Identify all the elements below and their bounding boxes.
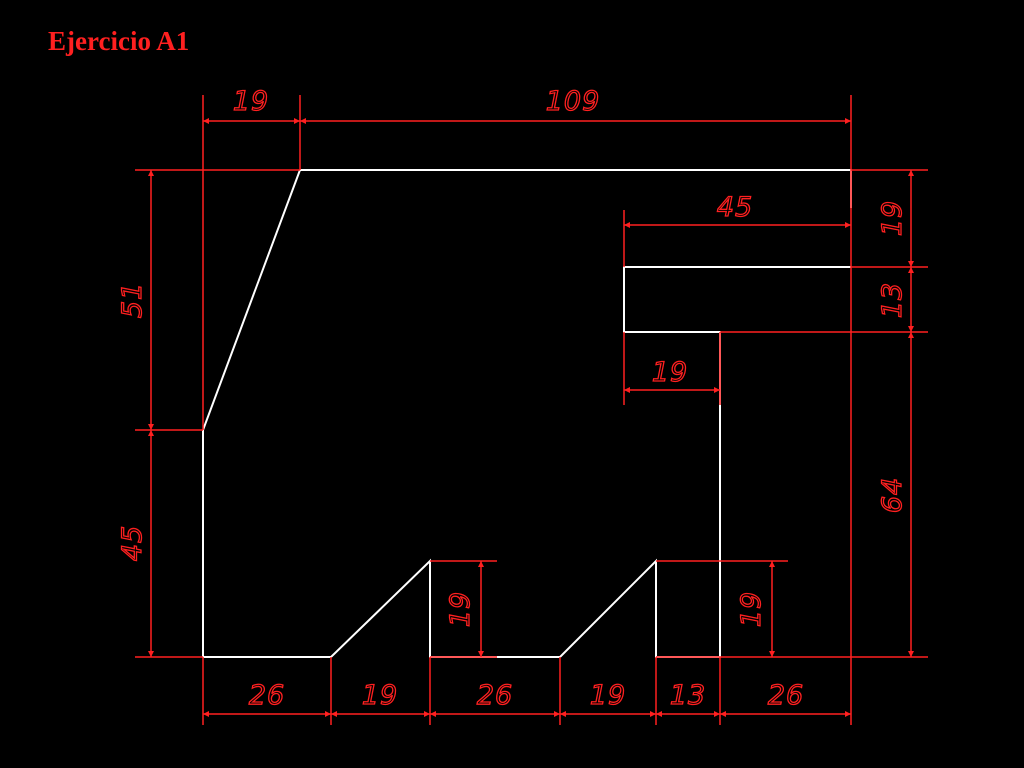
dim-left-upper: 51 <box>117 282 148 318</box>
dim-right-mid: 13 <box>877 282 908 318</box>
dim-bottom-6: 26 <box>768 680 804 711</box>
dim-top-left: 19 <box>233 86 269 117</box>
dim-inner-width: 45 <box>717 192 753 223</box>
dim-slot-left-height: 19 <box>445 591 476 627</box>
extension-lines <box>135 95 928 725</box>
dim-right-top: 19 <box>877 200 908 236</box>
dim-bottom-2: 19 <box>362 680 398 711</box>
dim-bottom-1: 26 <box>249 680 285 711</box>
dimension-lines <box>148 118 914 717</box>
dim-inner-notch: 19 <box>652 357 688 388</box>
dim-top-right: 109 <box>546 86 601 117</box>
page-title: Ejercicio A1 <box>48 26 190 56</box>
dim-bottom-4: 19 <box>590 680 626 711</box>
dim-right-lower: 64 <box>877 477 908 513</box>
dim-left-lower: 45 <box>117 525 148 561</box>
dim-bottom-3: 26 <box>477 680 513 711</box>
dimension-labels: 19 109 45 19 51 45 19 13 64 19 19 26 19 … <box>116 85 908 711</box>
dim-slot-right-height: 19 <box>736 591 767 627</box>
dim-bottom-5: 13 <box>670 680 706 711</box>
part-outline <box>202 169 852 658</box>
